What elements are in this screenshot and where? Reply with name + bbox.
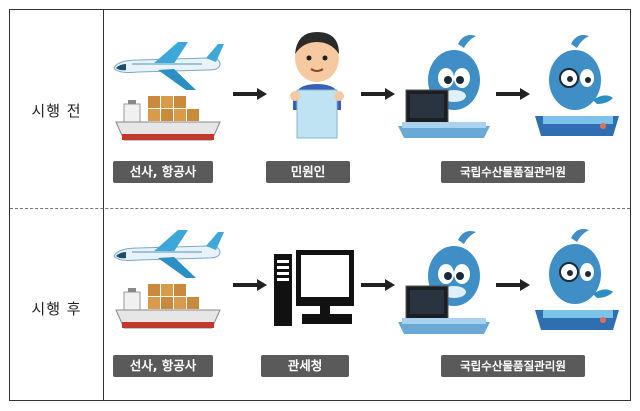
cargo-ship-icon [115, 284, 221, 329]
stage-label-customs: 관세청 [261, 355, 349, 377]
stage-label-shipping: 선사, 항공사 [113, 161, 213, 183]
process-table: 시행 전 시행 후 [9, 9, 631, 401]
computer-icon [274, 250, 354, 326]
arrow-icon [233, 279, 267, 291]
mascot-inspecting-icon [535, 35, 619, 136]
mascot-inspecting-icon [535, 229, 619, 330]
mascot-computer-icon [398, 231, 490, 334]
airplane-icon [113, 230, 224, 278]
row-divider [10, 208, 630, 209]
column-divider [103, 10, 104, 400]
person-document-icon [290, 32, 344, 139]
row-label-after: 시행 후 [31, 300, 82, 318]
stage-label-nfqs: 국립수산물품질관리원 [441, 161, 585, 183]
mascot-computer-icon [398, 35, 490, 138]
plane-ship-icon [113, 230, 224, 329]
airplane-icon [113, 42, 224, 90]
stage-label-shipping: 선사, 항공사 [113, 355, 213, 377]
arrow-icon [496, 279, 530, 291]
plane-ship-icon [113, 42, 224, 141]
cargo-ship-icon [115, 96, 221, 141]
arrow-icon [233, 88, 267, 100]
row-label-before: 시행 전 [31, 102, 82, 120]
stage-label-nfqs: 국립수산물품질관리원 [441, 355, 585, 377]
arrow-icon [361, 279, 395, 291]
arrow-icon [496, 88, 530, 100]
stage-label-applicant: 민원인 [266, 161, 350, 183]
arrow-icon [361, 88, 395, 100]
